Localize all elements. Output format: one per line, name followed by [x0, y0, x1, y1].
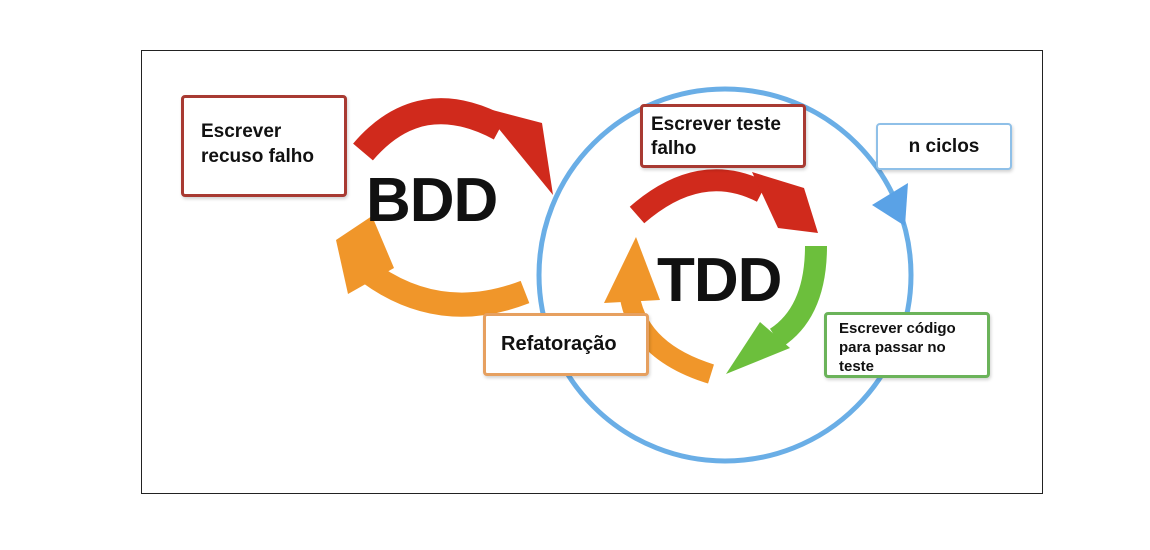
- failing-test-box: Escrever teste falho: [640, 104, 806, 168]
- cycles-box: n ciclos: [876, 123, 1012, 170]
- code-to-pass-box: Escrever código para passar no teste: [824, 312, 990, 378]
- tdd-cycle-circle: [536, 86, 914, 464]
- bdd-red-arrow: [353, 98, 507, 161]
- tdd-label: TDD: [657, 246, 782, 315]
- tdd-red-arrowhead-icon: [752, 172, 818, 233]
- refactor-box: Refatoração: [483, 313, 649, 376]
- cycle-arrow-icon: [872, 183, 908, 226]
- failing-scenario-text: Escrever recuso falho: [201, 121, 314, 167]
- tdd-orange-arrowhead-icon: [604, 237, 660, 303]
- failing-test-text: Escrever teste falho: [651, 114, 781, 159]
- tdd-green-arrowhead-icon: [726, 322, 790, 374]
- bdd-red-arrowhead-icon: [481, 107, 553, 195]
- tdd-green-arrow: [769, 245, 827, 348]
- tdd-red-arrow: [629, 169, 768, 224]
- cycles-text: n ciclos: [908, 136, 980, 157]
- failing-scenario-box: Escrever recuso falho: [181, 95, 347, 197]
- tdd-orange-arrow: [620, 295, 715, 384]
- bdd-orange-arrowhead-icon: [336, 216, 394, 294]
- bdd-orange-arrow: [360, 262, 530, 317]
- code-to-pass-text: Escrever código para passar no teste: [839, 320, 956, 375]
- bdd-label: BDD: [366, 166, 498, 235]
- refactor-text: Refatoração: [501, 333, 617, 355]
